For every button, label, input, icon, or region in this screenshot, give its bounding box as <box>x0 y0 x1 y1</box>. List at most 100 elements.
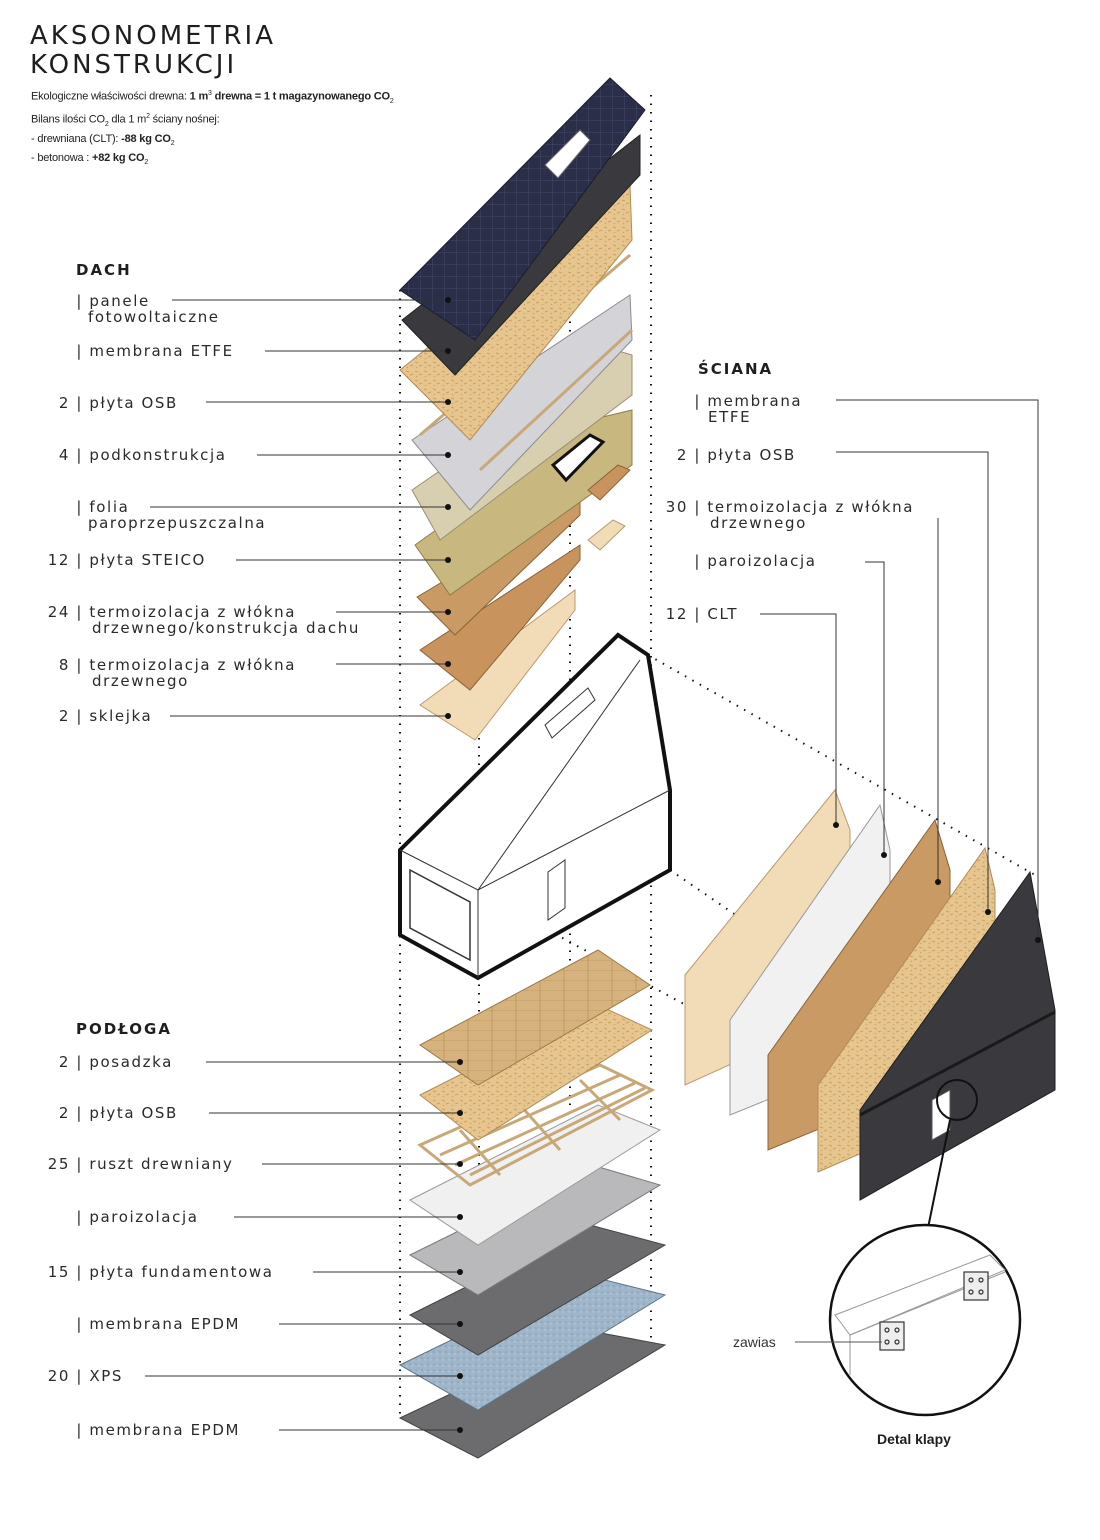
roof-window <box>550 433 606 483</box>
house-door <box>409 868 471 962</box>
layer-name: | płyta OSB <box>694 446 796 464</box>
layer-thickness: 12 <box>47 551 70 569</box>
layer-name: | podkonstrukcja <box>76 446 227 464</box>
layer-name-cont: drzewnego <box>92 672 189 690</box>
hinge-label: zawias <box>733 1334 776 1350</box>
hinge-detail-circle <box>828 1223 1022 1417</box>
roof-layers <box>399 77 646 741</box>
house-side-window <box>547 859 566 921</box>
roof-label-4: 4 | podkonstrukcja <box>30 447 227 463</box>
eco-line-4: - betonowa : +82 kg CO2 <box>31 151 394 170</box>
eco-sup: 3 <box>208 90 212 97</box>
roof-vapour-layer <box>411 294 633 511</box>
section-heading-floor: PODŁOGA <box>76 1020 172 1038</box>
eco-note: Ekologiczne właściwości drewna: 1 m3 dre… <box>31 86 394 170</box>
roof-insulation-8-layer <box>419 544 581 691</box>
floor-vapour-barrier-layer <box>409 1104 662 1246</box>
wall-etfe-membrane-layer <box>859 870 1056 1201</box>
section-heading-wall: ŚCIANA <box>698 360 774 378</box>
layer-name: | CLT <box>694 605 739 623</box>
layer-thickness: 25 <box>47 1155 70 1173</box>
layer-name-cont: fotowoltaiczne <box>88 308 220 326</box>
detail-callout-circle <box>936 1079 978 1121</box>
roof-leaders <box>150 299 448 717</box>
layer-thickness: 20 <box>47 1367 70 1385</box>
layer-thickness: 24 <box>47 603 70 621</box>
eco-line-2: Bilans ilości CO2 dla 1 m2 ściany nośnej… <box>31 109 394 132</box>
eco-text: Ekologiczne właściwości drewna: <box>31 90 190 103</box>
layer-thickness: 15 <box>47 1263 70 1281</box>
layer-thickness: 2 <box>58 1104 70 1122</box>
layer-thickness: 12 <box>665 605 688 623</box>
layer-name-cont: drzewnego <box>710 514 807 532</box>
layer-name: | sklejka <box>76 707 153 725</box>
roof-label-6: 12 | płyta STEICO <box>30 552 206 568</box>
layer-thickness: 8 <box>58 656 70 674</box>
roof-label-3: 2 | płyta OSB <box>30 395 178 411</box>
layer-thickness: 2 <box>58 707 70 725</box>
title-line-1: AKSONOMETRIA <box>30 21 276 51</box>
diagram-title: AKSONOMETRIA KONSTRUKCJI <box>30 22 276 80</box>
floor-leader-dots <box>457 1059 463 1433</box>
layer-name-cont: paroprzepuszczalna <box>88 514 267 532</box>
layer-name-cont: drzewnego/konstrukcja dachu <box>92 619 360 637</box>
layer-name: | ruszt drewniany <box>76 1155 234 1173</box>
floor-label-7: 20 | XPS <box>30 1368 123 1384</box>
wall-label-4: | paroizolacja <box>652 553 817 569</box>
house-skylight <box>544 687 596 739</box>
eco-bold: -88 kg CO <box>121 132 171 145</box>
layer-thickness: 30 <box>665 498 688 516</box>
layer-name: | membrana <box>694 392 803 410</box>
eco-sub: 2 <box>104 120 109 128</box>
eco-line-1: Ekologiczne właściwości drewna: 1 m3 dre… <box>31 86 394 109</box>
layer-name: | panele <box>76 292 150 310</box>
eco-bold: +82 kg CO <box>92 151 145 164</box>
floor-label-3: 25 | ruszt drewniany <box>30 1156 234 1172</box>
layer-name: | paroizolacja <box>76 1208 199 1226</box>
layer-thickness: 2 <box>676 446 688 464</box>
title-line-2: KONSTRUKCJI <box>30 50 238 80</box>
wall-layers <box>684 789 1056 1229</box>
roof-label-2: | membrana ETFE <box>30 343 234 359</box>
floor-leaders <box>145 1061 460 1431</box>
layer-name: | płyta OSB <box>76 1104 178 1122</box>
layer-name: | płyta OSB <box>76 394 178 412</box>
layer-name: | płyta STEICO <box>76 551 206 569</box>
layer-thickness: 2 <box>58 394 70 412</box>
floor-label-4: | paroizolacja <box>30 1209 199 1225</box>
eco-text: dla 1 m <box>108 113 147 126</box>
eco-sub: 2 <box>144 159 149 167</box>
eco-bold: drewna = 1 t magazynowanego CO <box>211 90 390 103</box>
eco-line-3: - drewniana (CLT): -88 kg CO2 <box>31 132 394 151</box>
layer-name: | termoizolacja z włókna <box>694 498 915 516</box>
roof-leader-dots <box>445 297 451 719</box>
roof-detail-piece-2 <box>587 519 626 551</box>
roof-plywood-layer <box>419 589 576 741</box>
roof-detail-piece-1 <box>587 464 631 501</box>
roof-label-9: 2 | sklejka <box>30 708 152 724</box>
floor-label-8: | membrana EPDM <box>30 1422 240 1438</box>
house-outline <box>398 632 672 981</box>
floor-layers <box>398 949 667 1459</box>
hinge-board <box>834 1254 1006 1336</box>
section-heading-roof: DACH <box>76 261 132 279</box>
floor-finish-layer <box>419 949 651 1086</box>
eco-sub: 2 <box>389 97 394 105</box>
eco-text: Bilans ilości CO <box>31 113 105 126</box>
layer-name: | XPS <box>76 1367 124 1385</box>
eco-text: ściany nośnej: <box>149 113 220 126</box>
layer-name: | termoizolacja z włókna <box>76 603 297 621</box>
wall-label-2: 2 | płyta OSB <box>652 447 796 463</box>
eco-bold: 1 m <box>189 90 209 103</box>
layer-thickness: 4 <box>58 446 70 464</box>
wall-leaders <box>760 399 1039 940</box>
wall-leader-dots <box>833 822 1041 943</box>
floor-label-6: | membrana EPDM <box>30 1316 240 1332</box>
layer-name-cont: ETFE <box>708 408 752 426</box>
